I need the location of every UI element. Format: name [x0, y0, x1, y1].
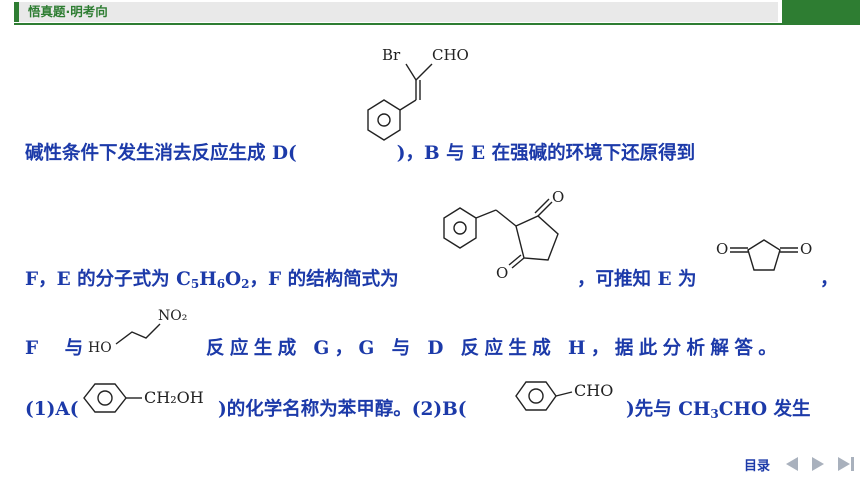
header-green-block — [782, 0, 860, 25]
line4-sub: 3 — [710, 407, 719, 421]
text-line-4-a: (1)A( — [25, 398, 79, 422]
molecule-b: CHO — [515, 372, 626, 422]
line2-b: H — [199, 269, 217, 290]
line2-sub2: 6 — [216, 277, 226, 291]
text-line-2-f: ， — [820, 268, 839, 292]
header-bar — [14, 2, 778, 22]
header-accent — [14, 2, 19, 22]
molecule-a: CH₂OH — [83, 376, 224, 426]
next-arrow-icon[interactable] — [810, 456, 826, 472]
line3-b: 反应生成 G，G 与 D 反应生成 H，据此分析解答。 — [206, 338, 783, 359]
mol-b-cho: CHO — [574, 381, 613, 400]
line4-d: CHO 发生 — [718, 399, 811, 420]
line2-sub1: 5 — [190, 277, 200, 291]
molecule-d: Br CHO — [358, 40, 488, 158]
section-title: 悟真题·明考向 — [28, 4, 108, 19]
text-line-2: F，E 的分子式为 C5H6O2，F 的结构简式为 — [25, 268, 399, 292]
text-line-4-c: )先与 CH3CHO 发生 — [626, 398, 811, 422]
line2-e: ，可推知 E 为 — [577, 269, 697, 290]
text-line-1: 碱性条件下发生消去反应生成 D( )，B 与 E 在强碱的环境下还原得到 — [25, 142, 695, 166]
mol-nitro-no2: NO₂ — [158, 308, 187, 324]
line4-a: (1)A( — [25, 399, 79, 420]
section-header: 悟真题·明考向 — [0, 0, 860, 28]
text-line-3-b: 反应生成 G，G 与 D 反应生成 H，据此分析解答。 — [206, 337, 782, 361]
mol-f-o1: O — [552, 188, 564, 206]
mol-d-br: Br — [382, 46, 401, 64]
line2-c: O — [225, 269, 242, 290]
last-page-icon[interactable] — [836, 456, 856, 472]
prev-arrow-icon[interactable] — [784, 456, 800, 472]
line2-d: ，F 的结构简式为 — [249, 269, 399, 290]
molecule-e: O O — [712, 232, 822, 282]
toc-link[interactable]: 目录 — [744, 459, 771, 474]
text-line-2-e: ，可推知 E 为 — [577, 268, 696, 292]
mol-e-o2: O — [800, 240, 812, 258]
line2-a: F，E 的分子式为 C — [25, 269, 191, 290]
slide-navigation: 目录 — [740, 452, 860, 476]
mol-a-ch2oh: CH₂OH — [144, 388, 204, 407]
mol-d-cho: CHO — [432, 46, 469, 64]
mol-e-o1: O — [716, 240, 728, 258]
line3-a: F 与 — [25, 338, 94, 359]
line1-before: 碱性条件下发生消去反应生成 D( — [25, 143, 297, 164]
line4-b: )的化学名称为苯甲醇。(2)B( — [218, 399, 467, 420]
line2-f: ， — [820, 269, 839, 290]
mol-nitro-ho: HO — [88, 340, 112, 356]
molecule-f: O O — [440, 188, 580, 288]
header-rule — [14, 23, 860, 25]
mol-f-o2: O — [496, 264, 508, 282]
line4-c: )先与 CH — [626, 399, 711, 420]
line2-sub3: 2 — [241, 277, 250, 291]
text-line-4-b: )的化学名称为苯甲醇。(2)B( — [218, 398, 467, 422]
molecule-nitroethanol: NO₂ HO — [88, 302, 208, 362]
text-line-3-a: F 与 — [25, 337, 93, 361]
line1-after: )，B 与 E 在强碱的环境下还原得到 — [396, 143, 696, 164]
